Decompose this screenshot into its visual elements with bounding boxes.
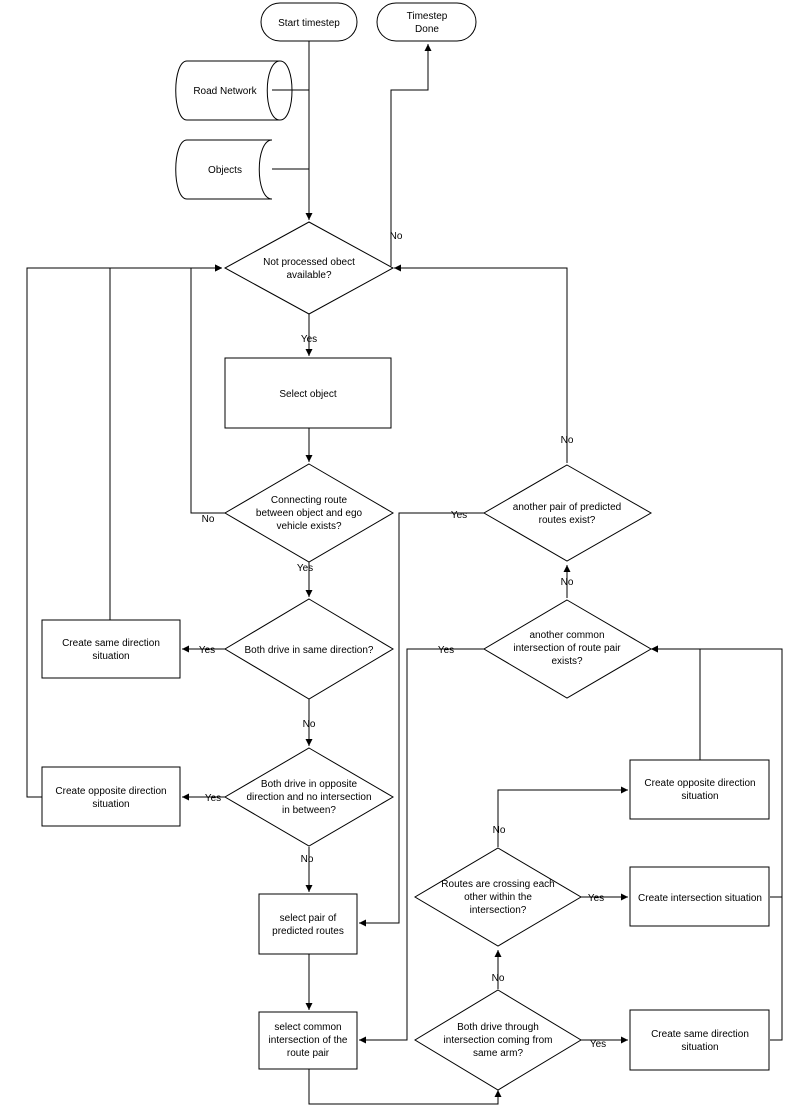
opposite-q-line1: Both drive in opposite (261, 779, 358, 790)
connecting-route-line3: vehicle exists? (276, 521, 341, 532)
label-yes-select-common: Yes (438, 645, 454, 656)
same-direction-q-label: Both drive in same direction? (245, 645, 374, 656)
process-create-opposite-direction-2: Create opposite direction situation (629, 759, 770, 820)
done-node: Timestep Done (376, 2, 477, 42)
decision-same-direction: Both drive in same direction? (224, 598, 394, 700)
label-no-route: No (202, 514, 215, 525)
opposite-q-line2: direction and no intersection (246, 792, 371, 803)
label-yes-select-pair: Yes (451, 510, 467, 521)
start-node: Start timestep (260, 2, 358, 42)
edge-yes-select-common (359, 648, 484, 1044)
edge-no-to-done (390, 44, 432, 266)
process-select-object: Select object (224, 357, 392, 429)
another-common-line2: intersection of route pair (513, 643, 621, 654)
label-no-another-common: No (561, 577, 574, 588)
select-pair-line2: predicted routes (272, 926, 344, 937)
create-opposite-2-line2: situation (681, 791, 718, 802)
crossing-line3: intersection? (470, 905, 527, 916)
process-create-same-direction-1: Create same direction situation (41, 619, 181, 679)
another-pair-line1: another pair of predicted (513, 502, 621, 513)
start-label: Start timestep (278, 18, 340, 29)
edge-no-pair-loop (394, 264, 568, 463)
edge-same-dir-loop (109, 264, 222, 620)
same-arm-line1: Both drive through (457, 1022, 539, 1033)
decision-opposite: Both drive in opposite direction and no … (224, 747, 394, 847)
connecting-route-line1: Connecting route (271, 495, 348, 506)
process-select-pair: select pair of predicted routes (258, 893, 358, 955)
another-common-line3: exists? (551, 656, 583, 667)
create-same-1-line2: situation (92, 651, 129, 662)
process-create-opposite-direction-1: Create opposite direction situation (41, 766, 181, 827)
edge-no-route-loop (190, 264, 225, 514)
crossing-line1: Routes are crossing each (441, 879, 554, 890)
select-pair-line1: select pair of (280, 913, 337, 924)
edge-same2-loop (770, 649, 783, 1041)
road-network-label: Road Network (193, 86, 257, 97)
label-yes-same-q: Yes (297, 563, 313, 574)
not-processed-line1: Not processed obect (263, 257, 355, 268)
decision-another-common: another common intersection of route pai… (483, 599, 652, 699)
label-no-crossing: No (492, 973, 505, 984)
process-create-same-direction-2: Create same direction situation (629, 1009, 770, 1071)
road-network-storage: Road Network (175, 60, 293, 121)
decision-not-processed: Not processed obect available? (223, 221, 395, 315)
label-no-opposite-q: No (303, 719, 316, 730)
edge-yes-select-pair (359, 512, 484, 927)
label-yes-create-intersection: Yes (588, 893, 604, 904)
decision-connecting-route: Connecting route between object and ego … (224, 463, 394, 563)
connecting-route-line2: between object and ego (256, 508, 363, 519)
select-common-line1: select common (274, 1022, 341, 1033)
edge-common-to-same-arm (308, 1069, 502, 1105)
edge-labels: No Yes No Yes Yes No Yes No No Yes No Ye… (199, 231, 606, 1050)
opposite-q-line3: in between? (282, 805, 336, 816)
label-yes-create-same2: Yes (590, 1039, 606, 1050)
create-intersection-label: Create intersection situation (638, 893, 762, 904)
create-same-2-line2: situation (681, 1042, 718, 1053)
same-arm-line3: same arm? (473, 1048, 523, 1059)
select-common-line2: intersection of the (269, 1035, 348, 1046)
create-same-1-line1: Create same direction (62, 638, 160, 649)
label-yes-create-opposite: Yes (205, 793, 221, 804)
select-common-line3: route pair (287, 1048, 330, 1059)
another-common-line1: another common (529, 630, 604, 641)
done-label-line2: Done (415, 24, 439, 35)
edges (26, 40, 783, 1105)
done-label-line1: Timestep (407, 11, 448, 22)
create-opposite-2-line1: Create opposite direction (644, 778, 755, 789)
decision-another-pair: another pair of predicted routes exist? (483, 464, 653, 562)
another-pair-line2: routes exist? (539, 515, 596, 526)
process-create-intersection: Create intersection situation (629, 866, 770, 927)
same-arm-line2: intersection coming from (444, 1035, 553, 1046)
label-no-done: No (390, 231, 403, 242)
label-no-select-pair: No (301, 854, 314, 865)
edge-opposite2-loop (651, 645, 701, 760)
not-processed-line2: available? (286, 270, 331, 281)
label-no-create-opposite2: No (493, 825, 506, 836)
objects-storage: Objects (175, 139, 273, 200)
label-no-pair-loop: No (561, 435, 574, 446)
create-opposite-1-line1: Create opposite direction (55, 786, 166, 797)
objects-label: Objects (208, 165, 242, 176)
label-yes-select-object: Yes (301, 334, 317, 345)
create-same-2-line1: Create same direction (651, 1029, 749, 1040)
decision-crossing: Routes are crossing each other within th… (414, 847, 582, 947)
label-yes-create-same: Yes (199, 645, 215, 656)
process-select-common: select common intersection of the route … (258, 1011, 358, 1070)
edge-no-create-opposite2 (497, 786, 628, 847)
crossing-line2: other within the (464, 892, 532, 903)
edge-opposite-loop (26, 264, 222, 798)
create-opposite-1-line2: situation (92, 799, 129, 810)
decision-same-arm: Both drive through intersection coming f… (414, 989, 582, 1091)
select-object-label: Select object (279, 389, 336, 400)
